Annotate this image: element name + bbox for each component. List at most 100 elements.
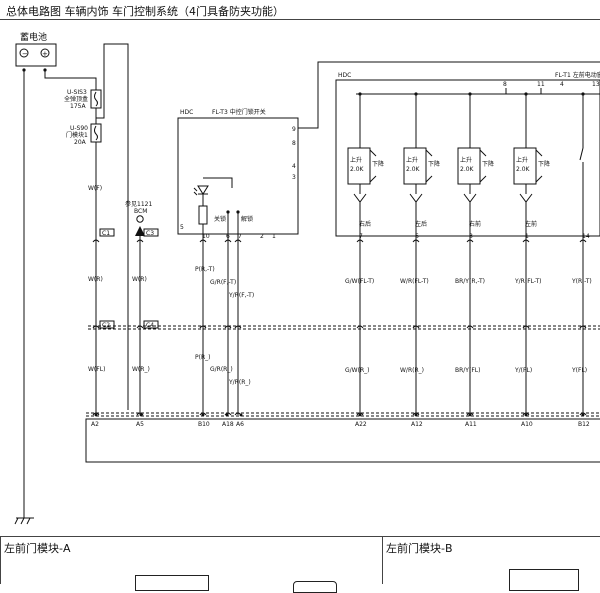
hdc-right-name: FL-T1 左前电动窗开关 xyxy=(555,71,600,79)
switch-1-down-label: 下降 xyxy=(372,160,384,168)
ref-icon xyxy=(136,215,144,223)
hdc-right-tag: HDC xyxy=(338,72,351,79)
connector-c4 xyxy=(143,320,159,329)
battery-minus-sign: − xyxy=(22,50,28,58)
connector-c3 xyxy=(143,228,159,237)
unlock-label: 解锁 xyxy=(241,215,253,223)
wire-label-col_b12-2: Y(FL) xyxy=(571,367,587,374)
switch-4-pin: 1 xyxy=(525,233,529,240)
switch-3-position-label: 右前 xyxy=(469,220,481,228)
hdc-left-pin-7: 7 xyxy=(238,233,242,240)
module-pin-A12: A12 xyxy=(411,421,423,428)
module-pin-A5: A5 xyxy=(136,421,144,428)
hdc-left-pin-1: 1 xyxy=(272,233,276,240)
switch-2-res-label: 2.0K xyxy=(406,166,421,173)
switch-2-position-label: 左后 xyxy=(415,220,427,228)
bottom-panels: 左前门模块-A 左前门模块-B xyxy=(0,536,600,593)
battery-positive-terminal xyxy=(40,48,50,58)
wire-label-col_b10-1: P(R,-T) xyxy=(195,266,215,273)
switch-1-pin: 7 xyxy=(359,233,363,240)
connector-c2-label: C2 xyxy=(102,322,110,329)
window-switch-5: 14 xyxy=(579,92,590,415)
connector-c1-label: C1 xyxy=(102,230,110,237)
switch-2-pin: 6 xyxy=(415,233,419,240)
wire-label-col_a10-2: Y/(FL) xyxy=(514,367,532,374)
hdc-left-pin-3: 3 xyxy=(292,174,296,181)
connector-c3-label: C3 xyxy=(146,230,154,237)
switch-4-down-label: 下降 xyxy=(538,160,550,168)
battery-plus-sign: + xyxy=(42,50,48,58)
wire-label-col_a18-2: G/R(R_) xyxy=(210,366,233,373)
hdc-left-name: FL-T3 中控门锁开关 xyxy=(212,108,266,116)
header-bar: 总体电路图 车辆内饰 车门控制系统（4门具备防夹功能） xyxy=(0,0,600,20)
module-pin-A11: A11 xyxy=(465,421,477,428)
wire-label-col_a12-1: W/R(FL-T) xyxy=(400,278,429,285)
switch-4-position-label: 左前 xyxy=(525,220,537,228)
panel-a-component-1 xyxy=(135,575,209,591)
switch-3-up-label: 上升 xyxy=(460,156,472,164)
ref-arrow-icon xyxy=(135,226,145,236)
wiring-diagram: .w { stroke:#111; stroke-width:1; fill:n… xyxy=(14,31,600,525)
module-pin-A18: A18 xyxy=(222,421,234,428)
panel-a-title: 左前门模块-A xyxy=(4,542,71,555)
connector-c2 xyxy=(99,320,115,329)
lock-label: 关锁 xyxy=(214,215,226,223)
module-pin-A6: A6 xyxy=(236,421,244,428)
wire-label-col_a11-1: BR/Y(R,-T) xyxy=(455,278,485,285)
panel-a-component-2 xyxy=(293,581,337,593)
switch-5-pin: 14 xyxy=(582,233,590,240)
hdc-right-pin-11: 11 xyxy=(537,81,545,88)
fuse-2-element xyxy=(94,125,98,141)
hdc-left-pin-8: 8 xyxy=(292,140,296,147)
panel-left-front-module-b: 左前门模块-B xyxy=(382,536,600,591)
ref-sub: BCM xyxy=(134,208,147,215)
wire-label-col_a2-3: W(FL) xyxy=(88,366,105,373)
switch-3-down-label: 下降 xyxy=(482,160,494,168)
hdc-right-pin-4: 4 xyxy=(560,81,564,88)
switch-4-up-label: 上升 xyxy=(516,156,528,164)
switch-3-pin: 3 xyxy=(469,233,473,240)
battery-label: 蓄电池 xyxy=(20,31,47,43)
wire-label-col_a5-2: W(R_) xyxy=(132,366,150,373)
fuse-1-element xyxy=(94,91,98,107)
switch-3-res-label: 2.0K xyxy=(460,166,475,173)
wire-label-col_a5-1: W(R) xyxy=(132,276,147,283)
switch-2-down-label: 下降 xyxy=(428,160,440,168)
battery-feed-wire xyxy=(44,70,97,90)
hdc-right-pin-13: 13 xyxy=(592,81,600,88)
hdc-left-pin-5: 5 xyxy=(180,224,184,231)
wire-label-col_a2-2: W(R) xyxy=(88,276,103,283)
hdc-left-tag: HDC xyxy=(180,109,193,116)
panel-b-title: 左前门模块-B xyxy=(386,542,453,555)
fuse-1-name: 全弹顶盒 xyxy=(64,95,88,103)
fuse-2-name: 门模块1 xyxy=(66,131,88,139)
panel-left-front-module-a: 左前门模块-A xyxy=(0,536,382,593)
hdc-left-pin-9: 9 xyxy=(292,126,296,133)
panel-b-component xyxy=(509,569,579,591)
wire-label-col_a10-1: Y/R(FL-T) xyxy=(514,278,542,285)
fuse-2-rating: 20A xyxy=(74,139,87,146)
module-pin-A22: A22 xyxy=(355,421,367,428)
module-box xyxy=(85,418,600,463)
wire-label-col_b12-1: Y(R,-T) xyxy=(571,278,592,285)
hdc-left-pin-4: 4 xyxy=(292,163,296,170)
switch-1-res-label: 2.0K xyxy=(350,166,365,173)
connector-c1 xyxy=(99,228,115,237)
fuse-2-id: U-S90 xyxy=(70,125,88,132)
fuse-1 xyxy=(90,89,102,109)
wire-label-col_a11-2: BR/Y(FL) xyxy=(455,367,480,374)
module-pin-A2: A2 xyxy=(91,421,99,428)
battery-negative-terminal xyxy=(19,48,29,58)
switch-2-up-label: 上升 xyxy=(406,156,418,164)
hdc-link-wire xyxy=(298,61,600,129)
wire-label-col_a6-2: Y/R(R_) xyxy=(228,379,251,386)
upper-feed-wire xyxy=(95,43,129,410)
hdc-right-pin-8: 8 xyxy=(503,81,507,88)
switch-1-up-label: 上升 xyxy=(350,156,362,164)
module-pin-A10: A10 xyxy=(521,421,533,428)
hdc-left-pin-2: 2 xyxy=(260,233,264,240)
